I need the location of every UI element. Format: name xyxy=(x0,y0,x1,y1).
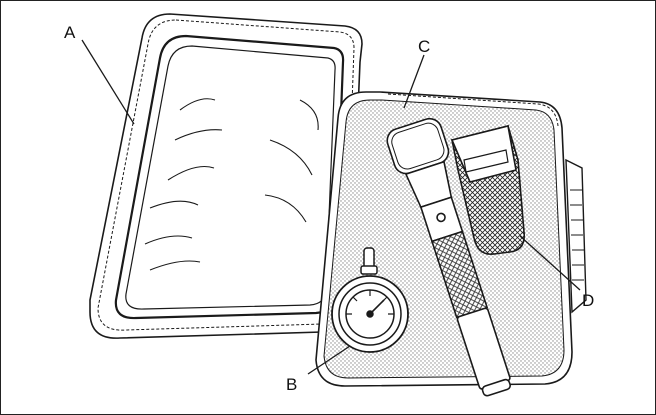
callout-leaders xyxy=(81,39,581,375)
tire-pressure-gauge xyxy=(331,247,409,353)
callout-d: D xyxy=(582,291,594,310)
case-lid xyxy=(89,13,363,339)
flashlight xyxy=(386,117,511,397)
callout-c: C xyxy=(418,37,430,56)
callout-a: A xyxy=(64,23,76,42)
gloves-pouch xyxy=(450,125,526,255)
callout-b: B xyxy=(286,375,297,394)
